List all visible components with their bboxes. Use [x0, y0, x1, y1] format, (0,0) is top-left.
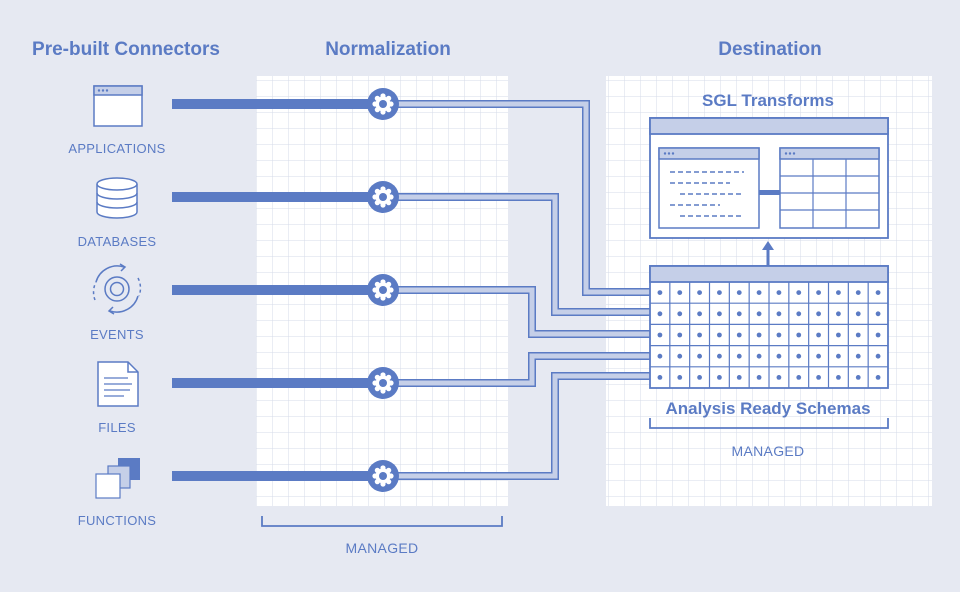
destination-managed-bracket [649, 418, 889, 429]
schema-cell-dot [736, 353, 742, 359]
schema-cell-dot [717, 290, 722, 295]
schema-cell-dot [697, 290, 702, 295]
schema-cell-dot [875, 375, 881, 380]
gear-icon [367, 274, 399, 306]
schema-cell-dot [697, 375, 702, 380]
destination-managed-label: MANAGED [732, 443, 805, 459]
schema-cell-dot [816, 332, 821, 338]
normalization-managed-label: MANAGED [346, 540, 419, 556]
schema-cell-dot [756, 311, 762, 317]
schema-cell-dot [756, 332, 762, 338]
pipeline-connectors [398, 100, 652, 480]
event-gear-icon [92, 263, 142, 315]
schema-cell-dot [717, 332, 722, 338]
schema-cell-dot [677, 353, 683, 359]
schema-cell-dot [736, 290, 742, 295]
normalization-managed-bracket [261, 516, 503, 527]
schema-cell-dot [796, 375, 802, 380]
schema-cell-dot [717, 353, 722, 359]
schema-cell-dot [677, 311, 683, 317]
schema-cell-dot [796, 353, 802, 359]
browser-window-icon [93, 85, 143, 127]
schema-cell-dot [836, 332, 841, 338]
schema-cell-dot [697, 332, 702, 338]
schema-cell-dot [816, 311, 821, 317]
gear-icon [367, 88, 399, 120]
schema-cell-dot [697, 353, 702, 359]
source-label-databases: DATABASES [78, 234, 157, 249]
schema-cell-dot [736, 311, 742, 317]
schema-cell-dot [776, 353, 782, 359]
schema-cell-dot [816, 375, 821, 380]
schema-cell-dot [677, 375, 683, 380]
schema-cell-dot [776, 311, 782, 317]
schema-cell-dot [875, 332, 881, 338]
schema-cell-dot [657, 311, 663, 317]
schema-cell-dot [756, 290, 762, 295]
schema-cell-dot [875, 353, 881, 359]
schema-cell-dot [776, 375, 782, 380]
schema-cell-dot [796, 311, 802, 317]
schema-cell-dot [657, 375, 663, 380]
schema-cell-dot [717, 311, 722, 317]
schema-cell-dot [875, 290, 881, 295]
gear-icon [367, 367, 399, 399]
schema-cell-dot [736, 375, 742, 380]
schema-cell-dot [855, 290, 861, 295]
schema-cell-dot [855, 311, 861, 317]
schema-cell-dot [836, 311, 841, 317]
gear-icon [367, 460, 399, 492]
database-icon [96, 177, 138, 219]
schema-table [649, 265, 889, 389]
schema-cell-dot [776, 290, 782, 295]
schema-cell-dot [875, 311, 881, 317]
schema-cell-dot [756, 353, 762, 359]
document-icon [97, 361, 139, 407]
schema-cell-dot [836, 375, 841, 380]
transforms-title: SGL Transforms [702, 91, 834, 110]
schema-cell-dot [855, 375, 861, 380]
connectors-header: Pre-built Connectors [32, 39, 220, 60]
arrow-up-icon [762, 241, 774, 266]
source-label-applications: APPLICATIONS [68, 141, 165, 156]
schema-cell-dot [816, 353, 821, 359]
schema-cell-dot [657, 290, 663, 295]
schemas-label: Analysis Ready Schemas [665, 399, 870, 418]
schema-cell-dot [756, 375, 762, 380]
schema-cell-dot [717, 375, 722, 380]
normalization-header: Normalization [325, 39, 451, 60]
schema-cell-dot [855, 332, 861, 338]
schema-cell-dot [816, 290, 821, 295]
schema-cell-dot [677, 290, 683, 295]
function-stack-icon [95, 458, 140, 499]
gear-icon [367, 181, 399, 213]
schema-cell-dot [796, 290, 802, 295]
source-label-functions: FUNCTIONS [78, 513, 157, 528]
schema-cell-dot [657, 353, 663, 359]
normalization-gears [367, 88, 399, 492]
destination-header: Destination [718, 39, 821, 60]
schema-cell-dot [836, 290, 841, 295]
source-label-events: EVENTS [90, 327, 144, 342]
schema-cell-dot [657, 332, 663, 338]
schema-cell-dot [796, 332, 802, 338]
schema-cell-dot [836, 353, 841, 359]
schema-cell-dot [697, 311, 702, 317]
schema-cell-dot [855, 353, 861, 359]
schema-cell-dot [736, 332, 742, 338]
source-bars [172, 99, 372, 481]
transforms-panel [649, 117, 889, 239]
schema-cell-dot [677, 332, 683, 338]
schema-cell-dot [776, 332, 782, 338]
source-label-files: FILES [98, 420, 136, 435]
